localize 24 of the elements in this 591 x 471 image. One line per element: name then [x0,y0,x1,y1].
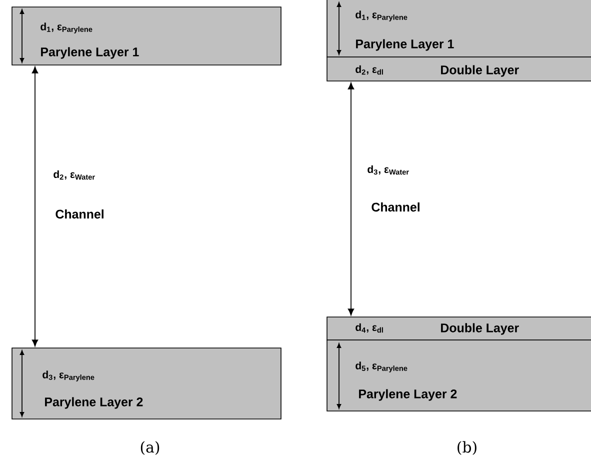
layer-label: Channel [372,202,420,212]
parameter-label: d$_{1}$, ε$_{Parylene}$ [40,22,92,34]
arrow [32,66,38,346]
layer-box [12,348,282,420]
layer-box [326,316,591,340]
parameter-label: d$_{3}$, ε$_{Parylene}$ [42,370,94,382]
layer-label: Parylene Layer 2 [359,389,457,401]
parameter-label: d$_{5}$, ε$_{Parylene}$ [356,362,408,372]
layer-box [326,56,591,82]
layer-label: Parylene Layer 1 [41,47,139,59]
panel-label: (b) [458,441,476,455]
layer-label: Parylene Layer 1 [356,39,454,51]
layer-label: Double Layer [441,323,519,335]
layer-label: Channel [56,209,104,219]
parameter-label: d$_{2}$, ε$_{dl}$ [356,65,383,75]
arrow [348,82,354,316]
layer-label: Double Layer [441,65,519,77]
parameter-label: d$_{1}$, ε$_{Parylene}$ [356,10,408,22]
layer-box [12,6,282,66]
parameter-label: d$_{4}$, ε$_{dl}$ [356,323,383,333]
parameter-label: d$_{2}$, ε$_{Water}$ [54,170,95,180]
parameter-label: d$_{3}$, ε$_{Water}$ [368,165,409,175]
panel-label: (a) [140,441,160,455]
layer-label: Parylene Layer 2 [45,397,143,409]
